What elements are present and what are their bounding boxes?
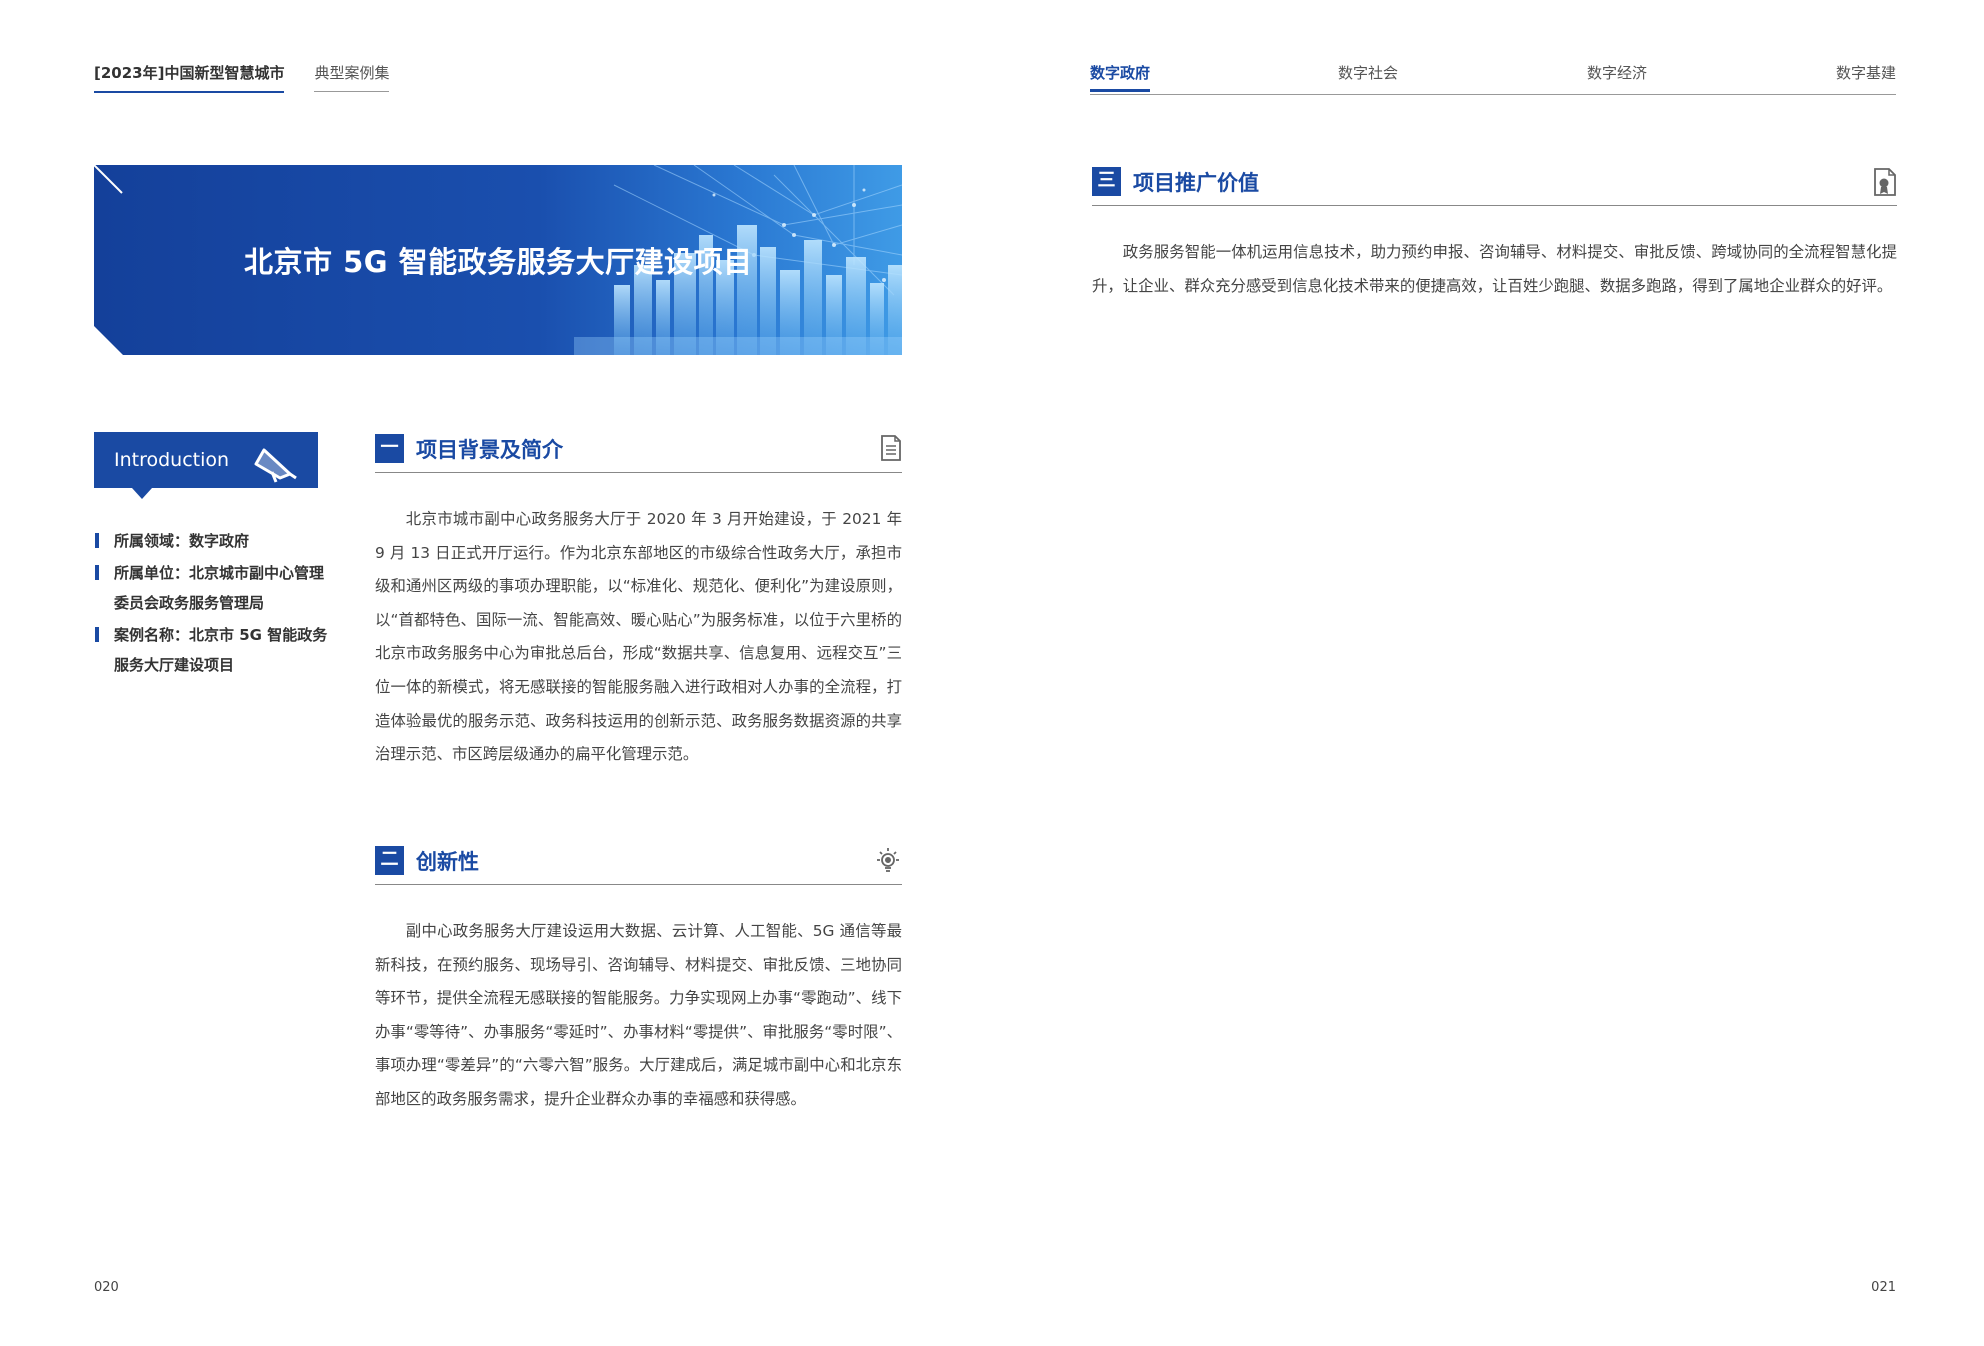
section-3-number: 三 [1092, 167, 1121, 196]
lightbulb-icon [877, 848, 899, 872]
header-left: [2023年]中国新型智慧城市 典型案例集 [94, 62, 390, 94]
certificate-icon [1874, 168, 1896, 196]
page-number-left: 020 [94, 1280, 119, 1295]
banner-title: 北京市 5G 智能政务服务大厅建设项目 [244, 245, 753, 279]
header-tabs: 数字政府 数字社会 数字经济 数字基建 [1090, 62, 1896, 95]
section-2-body: 副中心政务服务大厅建设运用大数据、云计算、人工智能、5G 通信等最新科技，在预约… [375, 922, 902, 1108]
section-3-heading: 三 项目推广价值 [1092, 165, 1897, 206]
city-skyline-graphic [94, 165, 902, 355]
book-title: [2023年]中国新型智慧城市 [94, 62, 285, 93]
megaphone-icon [254, 448, 297, 483]
meta-field: 所属领域：数字政府 [94, 526, 334, 556]
introduction-pointer [132, 488, 152, 499]
tab-digital-economy[interactable]: 数字经济 [1587, 64, 1648, 82]
section-3-title: 项目推广价值 [1133, 171, 1259, 195]
tab-digital-government[interactable]: 数字政府 [1090, 64, 1151, 92]
case-metadata-list: 所属领域：数字政府 所属单位：北京城市副中心管理委员会政务服务管理局 案例名称：… [94, 526, 334, 682]
section-1-heading: 一 项目背景及简介 [375, 432, 902, 473]
section-3-body: 政务服务智能一体机运用信息技术，助力预约申报、咨询辅导、材料提交、审批反馈、跨域… [1092, 243, 1897, 295]
title-banner: 北京市 5G 智能政务服务大厅建设项目 [94, 165, 902, 355]
introduction-label: Introduction [114, 449, 230, 471]
document-icon [881, 435, 901, 461]
meta-case-name: 案例名称：北京市 5G 智能政务服务大厅建设项目 [94, 620, 334, 680]
book-subtitle: 典型案例集 [314, 62, 390, 92]
section-1-body: 北京市城市副中心政务服务大厅于 2020 年 3 月开始建设，于 2021 年 … [375, 510, 902, 764]
section-1-number: 一 [375, 434, 404, 463]
section-2-title: 创新性 [416, 850, 479, 874]
section-1-title: 项目背景及简介 [416, 438, 563, 462]
section-2-heading: 二 创新性 [375, 844, 902, 885]
tab-digital-infrastructure[interactable]: 数字基建 [1835, 64, 1896, 82]
page-number-right: 021 [1871, 1280, 1896, 1295]
meta-organization: 所属单位：北京城市副中心管理委员会政务服务管理局 [94, 558, 334, 618]
introduction-tag: Introduction [94, 432, 318, 499]
tab-digital-society[interactable]: 数字社会 [1338, 64, 1399, 82]
section-2-number: 二 [375, 846, 404, 875]
